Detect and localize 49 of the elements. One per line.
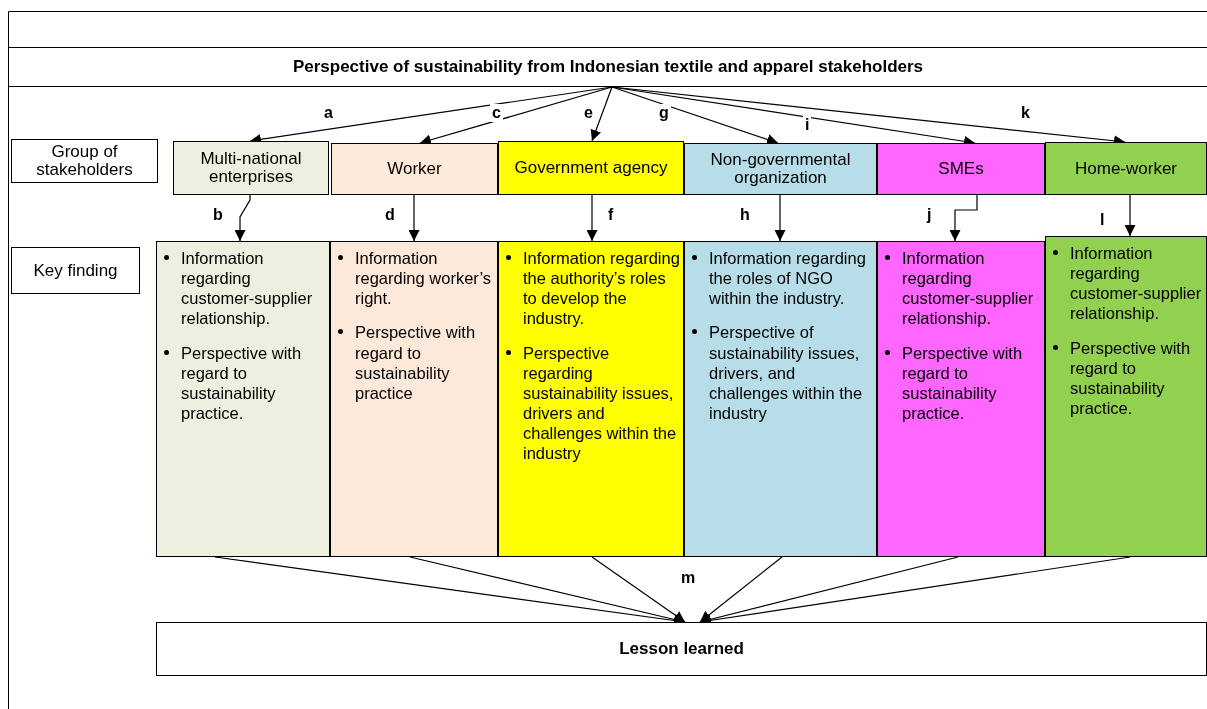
arrow [774, 194, 786, 242]
stakeholder-box [498, 141, 684, 195]
finding-box [1045, 236, 1207, 557]
node-text: Lesson learned [619, 640, 744, 658]
finding-box [877, 241, 1045, 557]
arrow [949, 194, 978, 242]
bullet-text: Perspective with regard to sustainability practice. [1050, 337, 1204, 418]
bullet-text: Perspective with regard to sustainability practice. [882, 342, 1042, 423]
node-text: Key finding [33, 261, 118, 280]
node-text: Non-governmental organization [709, 151, 852, 187]
bullet-text: Information regarding customer-supplier relationship. [882, 248, 1042, 329]
row-label [11, 247, 140, 294]
arrow [1124, 194, 1136, 237]
stakeholder-box [877, 143, 1045, 195]
edge-label: g [657, 104, 671, 122]
row-label [11, 139, 158, 183]
result-box [156, 622, 1207, 676]
stakeholder-box [173, 141, 329, 195]
arrow [234, 194, 251, 242]
bullet-text: Information regarding the authority’s roles to develop the industry. [503, 248, 681, 329]
bullet-text: Perspective with regard to sustainability practice [335, 322, 495, 403]
finding-box [498, 241, 684, 557]
arrow [590, 86, 613, 142]
edge-label: j [925, 206, 934, 224]
node-text: Perspective of sustainability from Indonesian textile and apparel stakeholders [292, 58, 924, 76]
bullet-text: Information regarding customer-supplier relationship. [161, 248, 327, 329]
node-text: Worker [387, 160, 442, 178]
node-text: SMEs [938, 160, 984, 178]
arrow [591, 556, 686, 623]
bullet-text: Perspective of sustainability issues, drivers, and challenges within the industry [689, 322, 874, 423]
bullet-text: Information regarding customer-supplier relationship. [1050, 243, 1204, 324]
arrow [408, 194, 420, 242]
finding-box [330, 241, 498, 557]
node-text: Multi-national enterprises [199, 150, 303, 186]
node-text: Government agency [514, 159, 668, 177]
stakeholder-box [684, 143, 877, 195]
bullet-text: Perspective with regard to sustainability practice. [161, 342, 327, 423]
arrow [699, 556, 783, 623]
stakeholder-box [331, 143, 498, 195]
edge-label: c [490, 104, 503, 122]
stakeholder-box [1045, 142, 1207, 195]
arrow [586, 194, 598, 242]
bullet-text: Information regarding the roles of NGO within the industry. [689, 248, 874, 309]
node-text: Group of stakeholders [35, 143, 134, 179]
finding-box [156, 241, 330, 557]
bullet-text: Perspective regarding sustainability issues, drivers and challenges within the industry [503, 342, 681, 464]
finding-box [684, 241, 877, 557]
bullet-text: Information regarding worker’s right. [335, 248, 495, 309]
node-text: Home-worker [1075, 159, 1177, 178]
